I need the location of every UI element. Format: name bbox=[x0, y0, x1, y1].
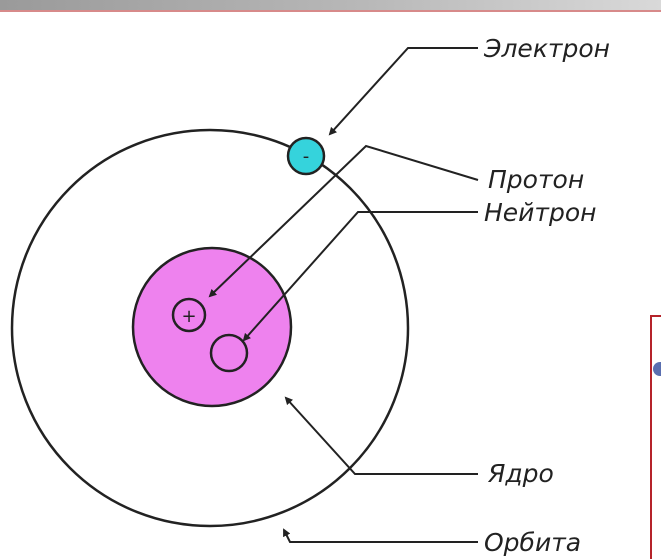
orbit-leader-line bbox=[284, 530, 478, 542]
electron-leader-line bbox=[330, 48, 478, 134]
side-panel-edge bbox=[650, 315, 661, 559]
nucleus-leader-line bbox=[286, 398, 478, 474]
bullet-icon bbox=[653, 362, 661, 376]
electron-sign: - bbox=[303, 146, 310, 167]
neutron-circle bbox=[211, 335, 247, 371]
neutron-label: Нейтрон bbox=[484, 198, 597, 227]
orbit-label: Орбита bbox=[484, 528, 581, 557]
nucleus-circle bbox=[133, 248, 291, 406]
proton-sign: + bbox=[181, 306, 196, 327]
proton-label: Протон bbox=[488, 165, 584, 194]
electron-label: Электрон bbox=[483, 34, 610, 63]
nucleus-label: Ядро bbox=[487, 459, 554, 488]
